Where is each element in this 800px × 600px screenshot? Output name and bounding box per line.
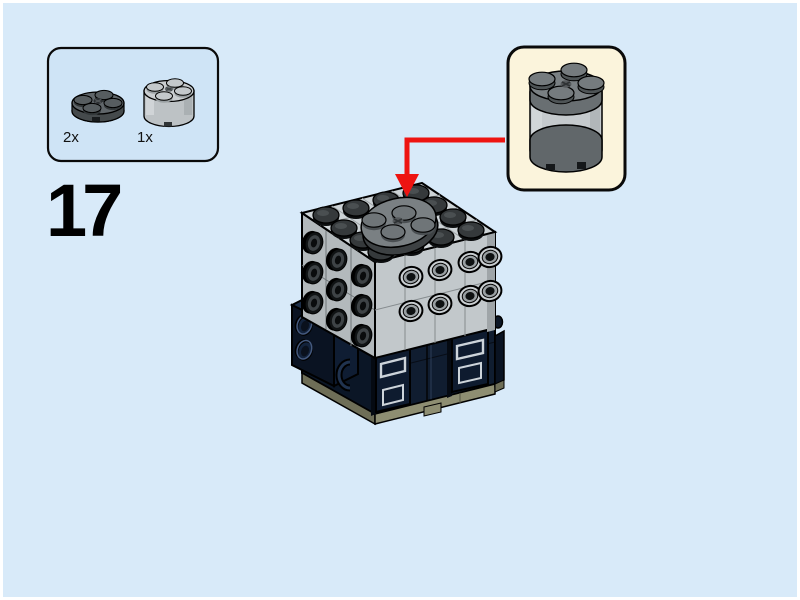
model-added-round-plate [360, 196, 439, 256]
model-head [298, 181, 505, 360]
model-right-arm [494, 329, 505, 388]
part-icon-round-plate-dark-icon [71, 89, 125, 123]
part-icon-round-brick-light-icon [143, 78, 195, 128]
part-count-label: 2x [63, 129, 79, 146]
callout-arrow-line [404, 137, 505, 176]
parts-box-frame [46, 46, 220, 163]
lego-model [289, 181, 505, 426]
magnify-callout-box [506, 45, 627, 192]
callout-arrow [395, 137, 505, 197]
callout-part-icon [528, 62, 605, 173]
part-count-label: 1x [137, 129, 153, 146]
step-number: 17 [46, 169, 120, 252]
callout-arrow-head-icon [395, 174, 419, 197]
parts-callout-box: 2x 1x [46, 46, 220, 163]
